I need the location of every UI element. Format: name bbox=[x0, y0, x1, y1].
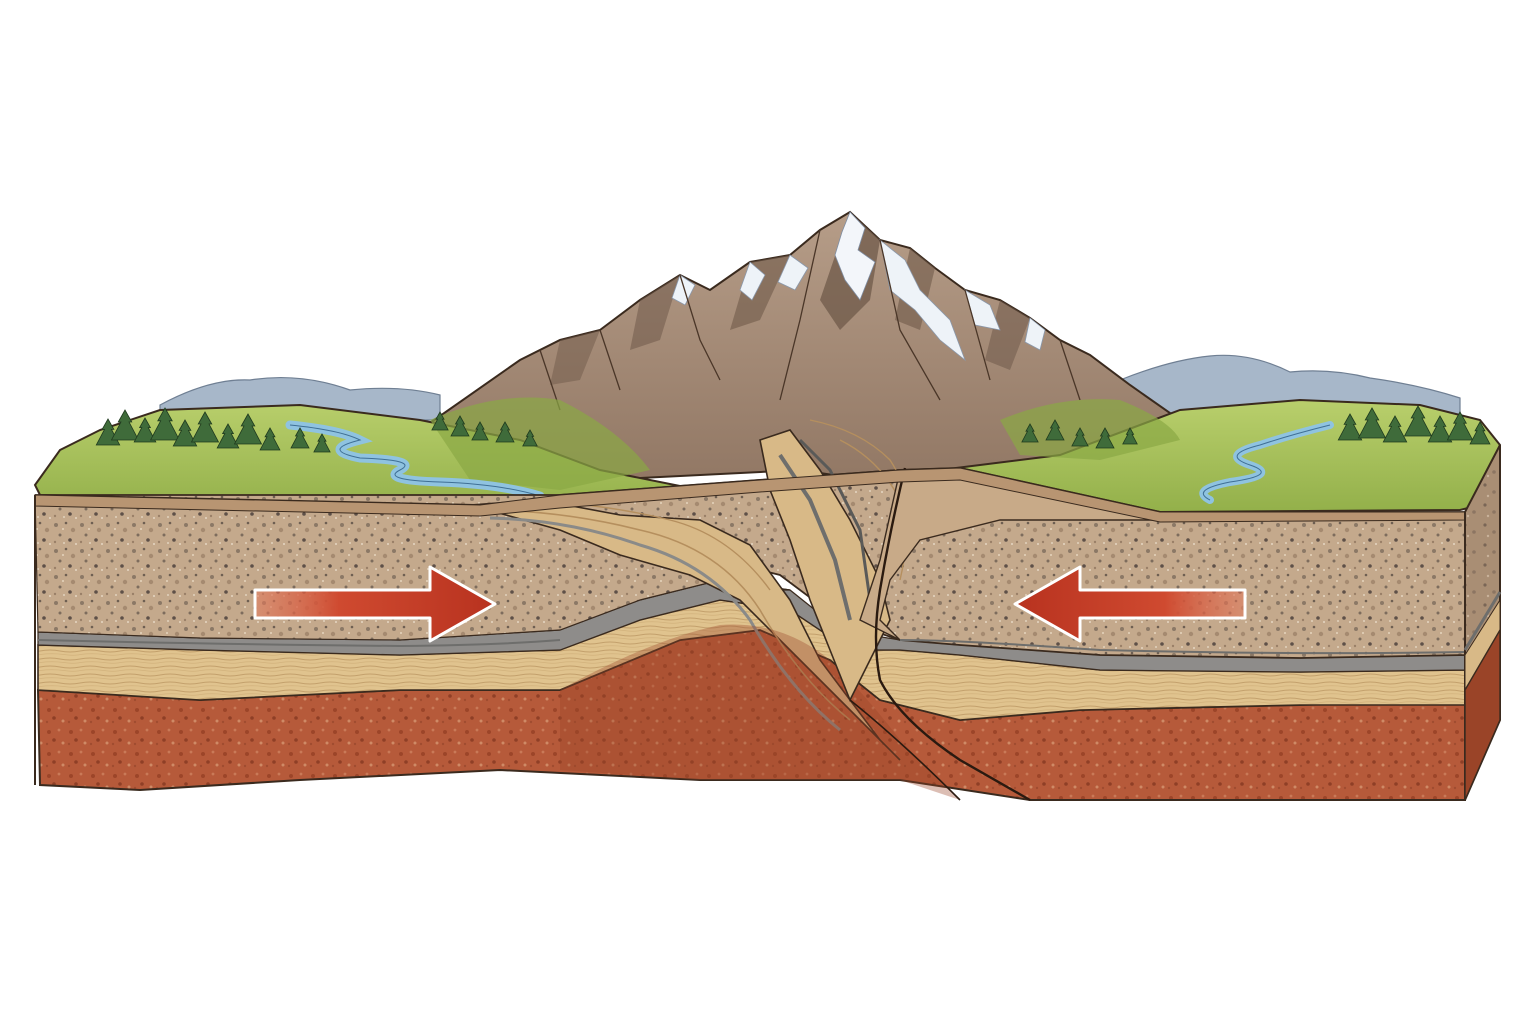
pine-tree-icon bbox=[233, 413, 263, 445]
push-arrow-icon bbox=[253, 565, 497, 643]
pine-tree-icon bbox=[1021, 423, 1039, 443]
fault-breccia bbox=[759, 429, 891, 702]
river-right bbox=[1199, 421, 1334, 504]
pine-tree-icon bbox=[1469, 421, 1491, 445]
pine-tree-icon bbox=[471, 421, 489, 441]
forest-left bbox=[95, 407, 538, 453]
pine-tree-icon bbox=[1071, 427, 1089, 447]
pine-tree-icon bbox=[1045, 419, 1065, 441]
pine-tree-icon bbox=[1427, 415, 1453, 443]
pine-tree-icon bbox=[313, 433, 331, 453]
pine-tree-icon bbox=[1337, 413, 1363, 441]
pine-tree-icon bbox=[172, 419, 198, 447]
push-arrow-left bbox=[253, 565, 497, 643]
pine-tree-icon bbox=[290, 427, 310, 449]
folded-strata bbox=[469, 499, 901, 761]
pine-tree-icon bbox=[450, 415, 470, 437]
pine-tree-icon bbox=[495, 421, 515, 443]
thrust-fault-line bbox=[874, 467, 1031, 802]
cross-section-side bbox=[1463, 444, 1502, 801]
pine-tree-icon bbox=[1357, 407, 1387, 439]
pine-tree-icon bbox=[216, 423, 240, 449]
pine-tree-icon bbox=[1446, 411, 1474, 441]
pine-tree-icon bbox=[1095, 427, 1115, 449]
push-arrow-right bbox=[1013, 565, 1247, 643]
pine-tree-icon bbox=[1122, 427, 1138, 445]
pine-tree-icon bbox=[190, 411, 220, 443]
push-arrow-icon bbox=[1013, 565, 1247, 643]
pine-tree-icon bbox=[522, 429, 538, 447]
mountain-range bbox=[417, 210, 1183, 502]
pine-tree-icon bbox=[259, 427, 281, 451]
pine-tree-icon bbox=[133, 417, 157, 443]
pine-tree-icon bbox=[149, 407, 181, 441]
forest-right bbox=[1021, 405, 1491, 449]
river-left bbox=[285, 420, 545, 501]
grass-surface bbox=[33, 397, 1501, 514]
pine-tree-icon bbox=[1382, 415, 1408, 443]
pine-tree-icon bbox=[1403, 405, 1433, 437]
pine-tree-icon bbox=[110, 409, 140, 441]
pine-tree-icon bbox=[431, 411, 449, 431]
